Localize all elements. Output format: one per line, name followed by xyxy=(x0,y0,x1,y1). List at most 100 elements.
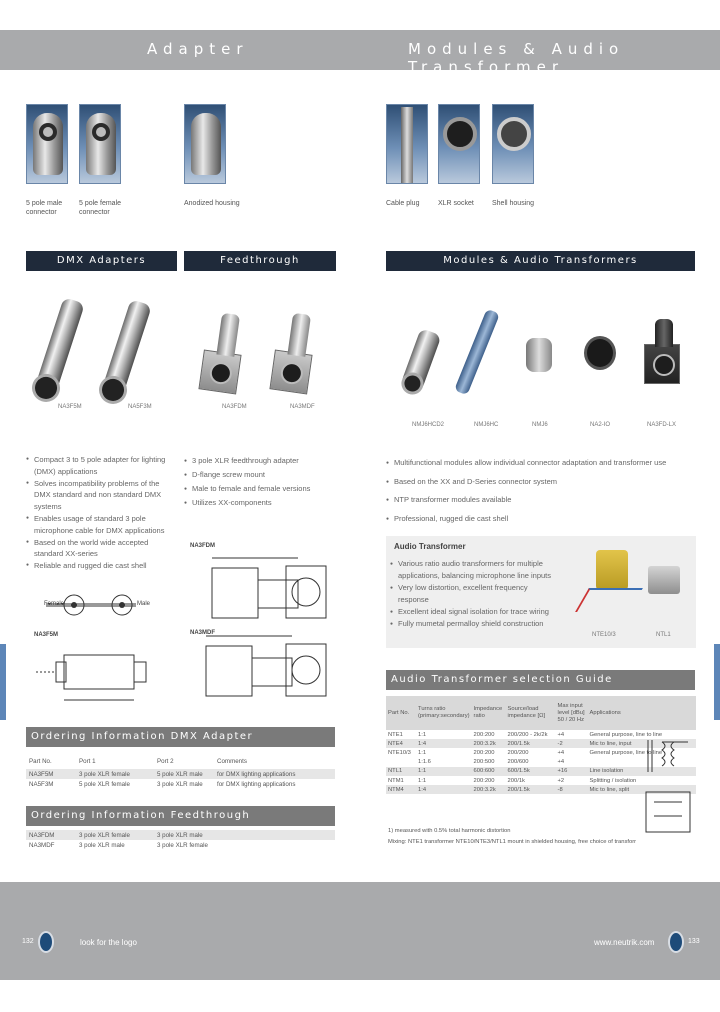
table-cell: NTE4 xyxy=(386,739,416,749)
neutrik-logo-right-icon xyxy=(668,931,684,953)
list-item: D-flange screw mount xyxy=(184,468,336,482)
transformer-schematic xyxy=(645,740,691,833)
table-cell: NA3F5M xyxy=(26,769,76,779)
module-nmj6hc-image xyxy=(454,308,500,396)
list-item: Excellent ideal signal isolation for tra… xyxy=(390,606,560,618)
list-item: Fully mumetal permalloy shield construct… xyxy=(390,618,560,630)
col-header: Part No. xyxy=(386,696,416,730)
table-cell: General purpose, line to line xyxy=(589,749,663,756)
audio-transformer-features: Various ratio audio transformers for mul… xyxy=(390,558,560,630)
feedthrough-na3mdf-image xyxy=(269,312,313,395)
table-cell: 200:3.2k xyxy=(471,785,506,795)
footer-band xyxy=(0,882,720,980)
table-cell: 1:4 xyxy=(416,785,472,795)
module-na2-io-image xyxy=(584,336,616,370)
table-cell: 200/200 xyxy=(507,749,529,756)
table-cell: NTM4 xyxy=(386,785,416,795)
col-header: Comments xyxy=(217,757,247,765)
drawing-model-na3fdm: NA3FDM xyxy=(190,543,215,549)
drawing-label-female: Female xyxy=(44,601,65,607)
table-cell: +4 xyxy=(557,749,565,756)
right-page-title: Modules & Audio Transformer xyxy=(408,40,625,76)
label-na3f5m: NA3F5M xyxy=(58,404,82,410)
right-page-number: 133 xyxy=(688,938,700,945)
table-cell: 600:600 xyxy=(471,766,506,776)
ordering-dmx-title: Ordering Information DMX Adapter xyxy=(26,727,335,747)
table-cell: Mic to line, split xyxy=(587,785,696,795)
label-na3mdf: NA3MDF xyxy=(290,404,315,410)
table-cell: 200/1k xyxy=(507,777,525,784)
list-item: Reliable and rugged die cast shell xyxy=(26,560,178,572)
col-header: Port 1 xyxy=(79,757,96,765)
label-nmj6hcd2: NMJ6HCD2 xyxy=(412,422,445,428)
table-cell: 1:1 xyxy=(418,749,427,756)
label-na5f3m: NA5F3M xyxy=(128,404,152,410)
feedthrough-technical-drawing xyxy=(205,557,327,697)
feedthrough-feature-list: 3 pole XLR feedthrough adapter D-flange … xyxy=(184,454,336,510)
dmx-feature-list: Compact 3 to 5 pole adapter for lighting… xyxy=(26,454,178,572)
label-na3fd-lx: NA3FD-LX xyxy=(647,422,677,428)
selection-guide-table: Part No. Turns ratio (primary:secondary)… xyxy=(386,696,696,795)
table-cell: 3 pole XLR female xyxy=(76,830,154,840)
ordering-feed-title: Ordering Information Feedthrough xyxy=(26,806,335,826)
label-nmj6hc: NMJ6HC xyxy=(474,422,499,428)
left-page-title: Adapter xyxy=(147,40,249,58)
table-cell: 5 pole XLR male xyxy=(154,769,214,779)
list-item: 3 pole XLR feedthrough adapter xyxy=(184,454,336,468)
col-header: Turns ratio (primary:secondary) xyxy=(416,696,472,730)
drawing-model-na3mdf: NA3MDF xyxy=(190,630,215,636)
col-header: Applications xyxy=(587,696,696,730)
list-item: Very low distortion, excellent frequency… xyxy=(390,582,560,606)
table-cell: 5 pole XLR female xyxy=(79,780,130,788)
table-cell: 3 pole XLR female xyxy=(76,769,154,779)
footer-website-link[interactable]: www.neutrik.com xyxy=(594,938,655,947)
transformer-ntl1-image xyxy=(648,566,680,594)
list-item: Based on the XX and D-Series connector s… xyxy=(386,473,696,492)
list-item: Utilizes XX-components xyxy=(184,496,336,510)
thumb-male-connector xyxy=(26,104,68,184)
right-side-marker xyxy=(714,644,720,720)
table-cell: 200/600 xyxy=(507,759,529,766)
table-cell: Line isolation xyxy=(587,766,696,776)
table-cell: for DMX lighting applications xyxy=(217,780,296,788)
caption-shell-housing: Shell housing xyxy=(492,200,535,207)
table-cell: -8 xyxy=(555,785,588,795)
table-cell: +4 xyxy=(557,731,565,738)
thumb-female-connector xyxy=(79,104,121,184)
list-item: Multifunctional modules allow individual… xyxy=(386,454,696,473)
list-item: Solves incompatibility problems of the D… xyxy=(26,478,178,513)
table-cell: 3 pole XLR male xyxy=(157,780,203,788)
thumb-anodized-housing xyxy=(184,104,226,184)
list-item: Professional, rugged die cast shell xyxy=(386,510,696,529)
caption-male-connector: 5 pole male connector xyxy=(26,200,63,216)
col-header: Part No. xyxy=(29,757,52,765)
drawing-label-male: Male xyxy=(137,601,151,607)
thumb-xlr-socket xyxy=(438,104,480,184)
adapter-technical-drawing xyxy=(36,594,147,701)
table-cell: NA5F3M xyxy=(29,780,54,788)
adapter-na5f3m-image xyxy=(95,299,152,408)
section-feedthrough: Feedthrough xyxy=(184,251,336,271)
caption-cable-plug: Cable plug xyxy=(386,200,420,207)
table-cell: General purpose, line to line xyxy=(589,731,663,738)
table-cell: 200/200 - 2k/2k xyxy=(507,731,548,738)
selection-note-2: Mixing: NTE1 transformer NTE10/NTE3/NTL1… xyxy=(388,839,636,845)
table-cell: +16 xyxy=(555,766,588,776)
list-item: Male to female and female versions xyxy=(184,482,336,496)
col-header: Impedance ratio xyxy=(471,696,506,730)
list-item: Enables usage of standard 3 pole microph… xyxy=(26,513,178,537)
module-nmj6-image xyxy=(526,338,552,372)
caption-female-connector: 5 pole female connector xyxy=(79,200,122,216)
table-cell: 1:1.6 xyxy=(418,759,431,766)
feedthrough-na3fdm-image xyxy=(198,312,242,395)
table-cell: 200:3.2k xyxy=(471,739,506,749)
label-nte10-3: NTE10/3 xyxy=(592,632,616,638)
